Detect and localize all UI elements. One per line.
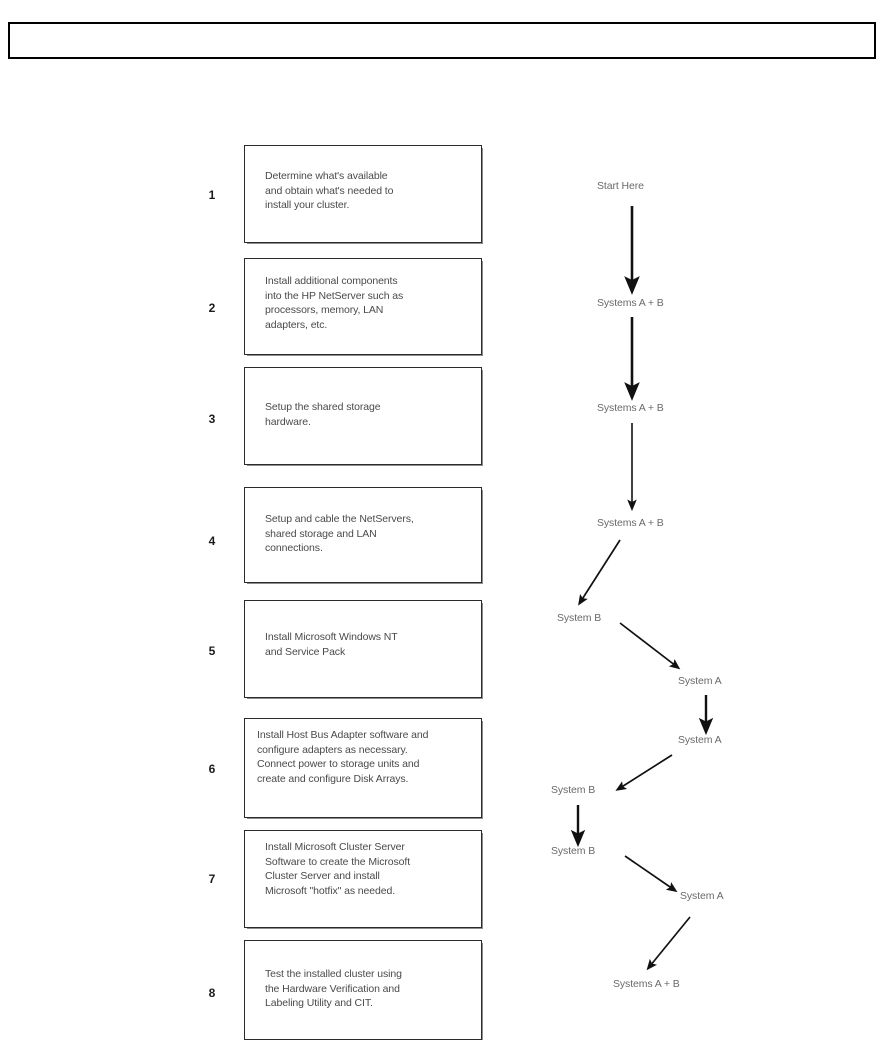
flow-node-system-a-1: System A <box>678 675 722 687</box>
flow-node-system-b-2: System B <box>551 784 596 796</box>
flow-node-systems-ab-2: Systems A + B <box>597 402 664 414</box>
step-number-3: 3 <box>208 412 216 426</box>
step-number-2: 2 <box>208 301 216 315</box>
step-text-3: Setup the shared storage hardware. <box>265 401 381 428</box>
header-banner <box>8 22 876 59</box>
arrow-system-b-3-to-system-a-3 <box>624 855 678 893</box>
flow-node-system-a-3: System A <box>680 890 724 902</box>
step-text-5: Install Microsoft Windows NT and Service… <box>265 631 398 658</box>
flow-node-systems-ab-4: Systems A + B <box>613 978 680 990</box>
step-number-1: 1 <box>208 188 216 202</box>
arrow-system-a-3-to-systems-ab-4 <box>646 916 691 971</box>
flow-node-system-a-2: System A <box>678 734 722 746</box>
step-box-4: Setup and cable the NetServers, shared s… <box>244 487 482 583</box>
arrow-system-b-1-to-system-a-1 <box>619 622 681 670</box>
step-box-5: Install Microsoft Windows NT and Service… <box>244 600 482 698</box>
step-text-1: Determine what's available and obtain wh… <box>265 170 394 211</box>
flow-node-system-b-1: System B <box>557 612 602 624</box>
step-number-4: 4 <box>208 534 216 548</box>
step-number-6: 6 <box>208 762 216 776</box>
step-box-2: Install additional components into the H… <box>244 258 482 355</box>
step-number-8: 8 <box>208 986 216 1000</box>
arrow-systems-ab-3-to-system-b-1 <box>578 539 621 606</box>
step-text-6: Install Host Bus Adapter software and co… <box>257 729 429 785</box>
step-number-7: 7 <box>208 872 216 886</box>
arrow-system-a-2-to-system-b-2 <box>615 754 673 791</box>
step-box-7: Install Microsoft Cluster Server Softwar… <box>244 830 482 928</box>
flow-node-start-here: Start Here <box>597 180 644 192</box>
flow-node-systems-ab-1: Systems A + B <box>597 297 664 309</box>
step-text-7: Install Microsoft Cluster Server Softwar… <box>265 841 411 897</box>
flow-node-system-b-3: System B <box>551 845 596 857</box>
step-box-8: Test the installed cluster using the Har… <box>244 940 482 1040</box>
step-text-4: Setup and cable the NetServers, shared s… <box>265 513 414 554</box>
step-number-5: 5 <box>208 644 216 658</box>
step-box-1: Determine what's available and obtain wh… <box>244 145 482 243</box>
step-text-8: Test the installed cluster using the Har… <box>265 968 402 1009</box>
step-box-6: Install Host Bus Adapter software and co… <box>244 718 482 818</box>
step-text-2: Install additional components into the H… <box>265 275 404 331</box>
flow-node-systems-ab-3: Systems A + B <box>597 517 664 529</box>
step-box-3: Setup the shared storage hardware. <box>244 367 482 465</box>
